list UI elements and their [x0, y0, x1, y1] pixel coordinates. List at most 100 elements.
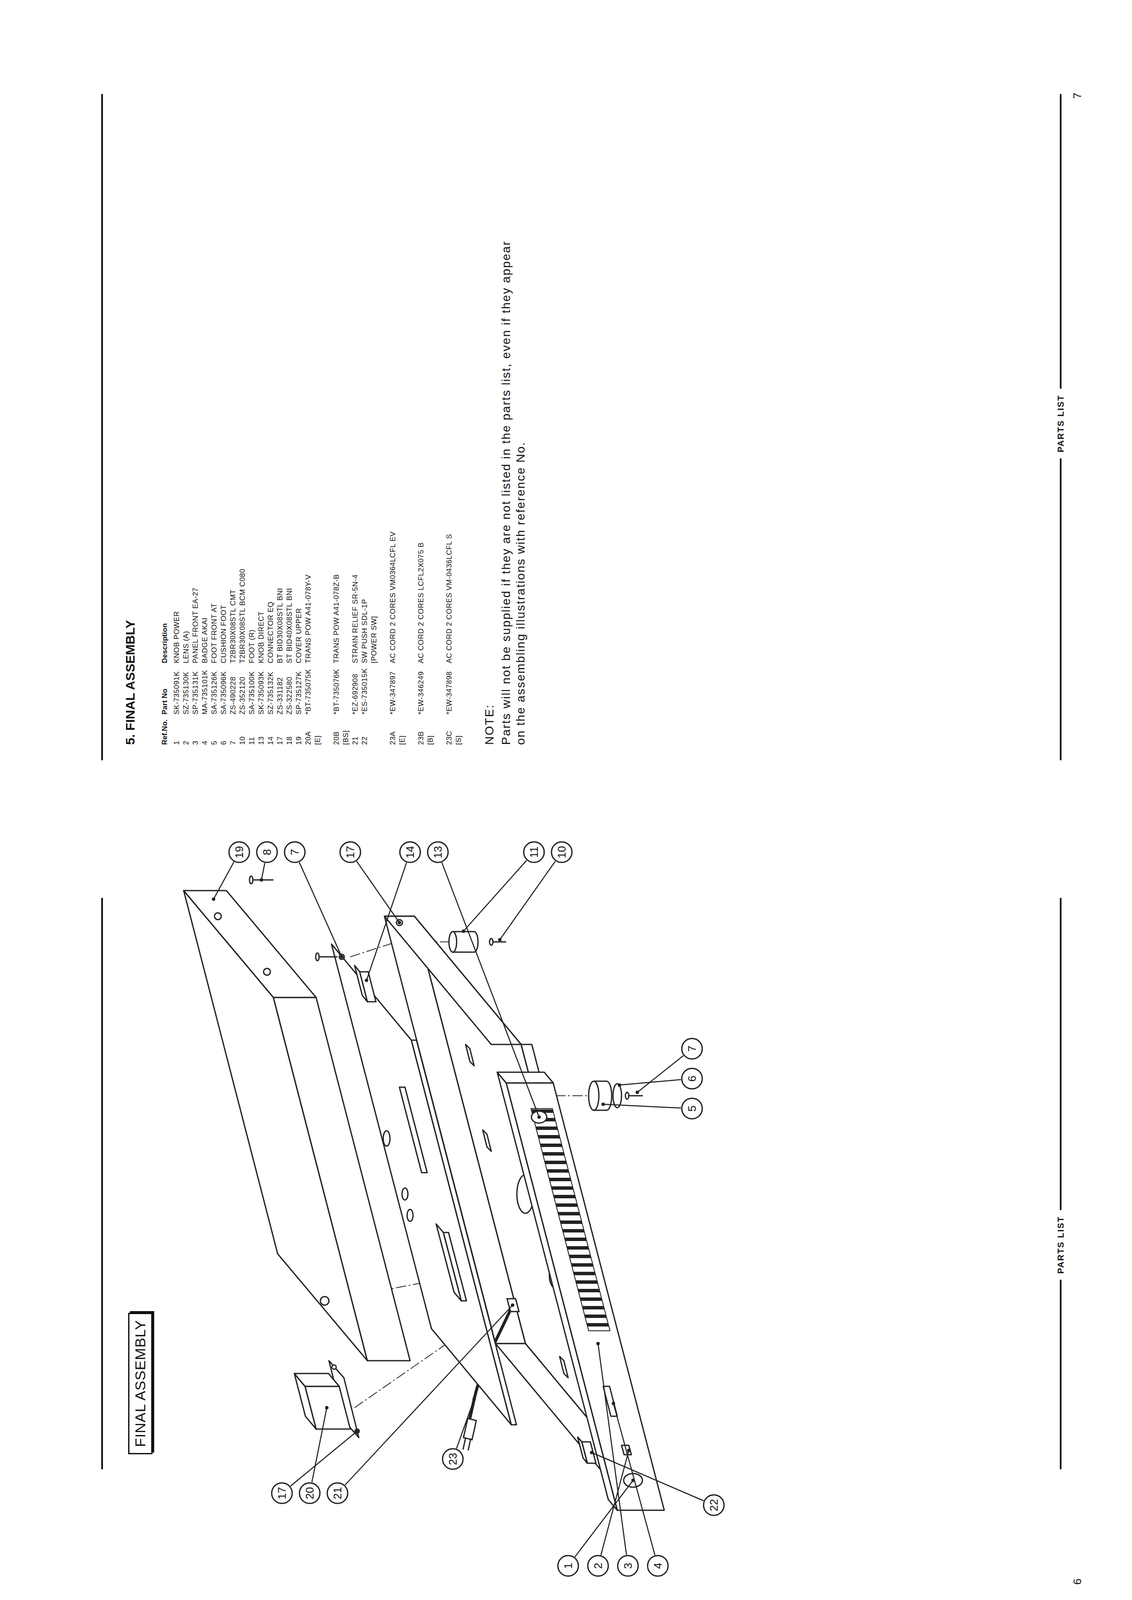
callout-circle: [299, 1482, 320, 1503]
front-panel: [530, 1108, 610, 1331]
table-cell: *EW-346249: [416, 671, 426, 715]
section-heading: 5. FINAL ASSEMBLY: [123, 619, 138, 745]
table-cell: TRANS POW A41-078Y-V: [304, 574, 313, 663]
chassis: [559, 1355, 569, 1378]
table-cell: 23C: [445, 730, 454, 745]
chassis: [482, 1129, 492, 1151]
table-cell: 20A: [304, 730, 313, 745]
leader-dot: [627, 1448, 631, 1452]
screw: [315, 952, 320, 961]
ac-cord: [463, 1417, 477, 1440]
power-transformer: [294, 1372, 340, 1386]
circuit-board: [354, 964, 368, 1002]
table-cell: 23A: [388, 730, 398, 745]
table-cell: STRAIN RELIEF SR-5N-4: [351, 574, 360, 663]
leader-line: [290, 1430, 358, 1486]
page-rule: [1059, 897, 1062, 1469]
table-cell: AC CORD 2 CORES VM0364LCFL EV: [388, 530, 398, 663]
foot: [612, 1083, 622, 1108]
leader-line: [499, 860, 556, 940]
table-cell: [E]: [398, 735, 407, 745]
table-cell: SP-735131K: [191, 671, 200, 715]
callout-number: 13: [432, 845, 444, 859]
power-switch: [577, 1436, 596, 1463]
front-panel: [497, 1071, 618, 1510]
cover-upper: [183, 890, 317, 998]
callout-circle: [557, 1554, 579, 1576]
page-rule: [102, 93, 1061, 1469]
callout-circle: [647, 1554, 669, 1576]
circuit-board: [443, 1231, 467, 1301]
callout-circle: [340, 841, 361, 863]
column-header: Ref.No.: [160, 719, 170, 745]
leader-dot: [631, 1478, 635, 1482]
table-cell: CUSHION FOOT: [219, 604, 229, 663]
table-cell: 23B: [416, 730, 426, 745]
table-cell: SP-735127K: [294, 671, 304, 715]
circuit-board: [399, 1086, 428, 1173]
callout-circle: [681, 1038, 703, 1059]
callout-circle: [327, 1482, 348, 1503]
foot: [625, 1091, 629, 1099]
table-cell: 20B: [332, 730, 341, 745]
cover-upper: [263, 967, 271, 975]
leader-line: [311, 1407, 327, 1482]
leader-dot: [617, 1082, 622, 1087]
table-cell: *EW-347898: [445, 671, 454, 715]
callout-number: 19: [233, 845, 245, 859]
table-cell: 7: [228, 740, 238, 745]
table-cell: BADGE AKAI: [200, 617, 210, 663]
leader-dot: [611, 1401, 616, 1405]
table-cell: SZ-735130K: [181, 671, 191, 715]
footer-label: PARTS LIST: [1055, 1209, 1066, 1279]
callout-number: 2: [592, 1562, 604, 1569]
table-cell: 22: [360, 736, 370, 745]
table-cell: 18: [285, 736, 294, 745]
circuit-board: [407, 1208, 414, 1221]
table-cell: SK-735093K: [257, 671, 266, 715]
cover-upper: [273, 997, 411, 1361]
leader-dot: [211, 897, 216, 901]
table-cell: 11: [247, 736, 257, 745]
leader-line: [463, 859, 527, 931]
table-cell: KNOB DIRECT: [257, 610, 266, 663]
callout-number: 7: [289, 848, 301, 855]
callout-circle: [587, 1554, 609, 1576]
table-cell: T2BR30X08STL BCM C080: [238, 568, 247, 663]
cover-upper: [183, 890, 411, 1361]
leader-dot: [364, 978, 369, 982]
boxed-heading: FINAL ASSEMBLY: [128, 1312, 153, 1454]
callout-circle: [681, 1097, 703, 1119]
table-cell: *EZ-692908: [351, 673, 360, 715]
table-cell: 19: [294, 736, 304, 745]
page-number: 7: [1071, 92, 1083, 99]
callout-number: 7: [686, 1045, 698, 1052]
leader-dot: [259, 877, 264, 882]
column-header: Description: [160, 622, 170, 663]
front-panel: [531, 1110, 547, 1123]
leader-dot: [397, 920, 402, 924]
table-cell: T2BR30X08STL CMT: [228, 589, 238, 663]
callout-number: 23: [447, 1452, 459, 1465]
leader-dot: [461, 929, 466, 933]
table-cell: ZS-352120: [238, 676, 247, 715]
column-header: Part No: [160, 688, 170, 715]
note-heading: NOTE:: [482, 703, 497, 745]
table-cell: TRANS POW A41-078Z-B: [332, 574, 341, 663]
leader-dot: [596, 1341, 600, 1345]
leader-dot: [510, 1302, 515, 1307]
table-cell: 13: [257, 736, 266, 745]
callout-circle: [703, 1494, 725, 1515]
table-cell: 17: [275, 736, 285, 745]
table-cell: 6: [219, 740, 229, 745]
table-cell: SK-735091K: [172, 671, 182, 715]
page-rule: [101, 897, 103, 1469]
table-cell: ZS-331182: [275, 677, 285, 715]
foot: [492, 941, 507, 943]
table-cell: AC CORD 2 CORES VM-0436LCFL S: [445, 533, 454, 663]
callout-number: 10: [556, 845, 568, 859]
callout-number: 11: [528, 846, 540, 858]
callout-number: 5: [686, 1105, 698, 1112]
